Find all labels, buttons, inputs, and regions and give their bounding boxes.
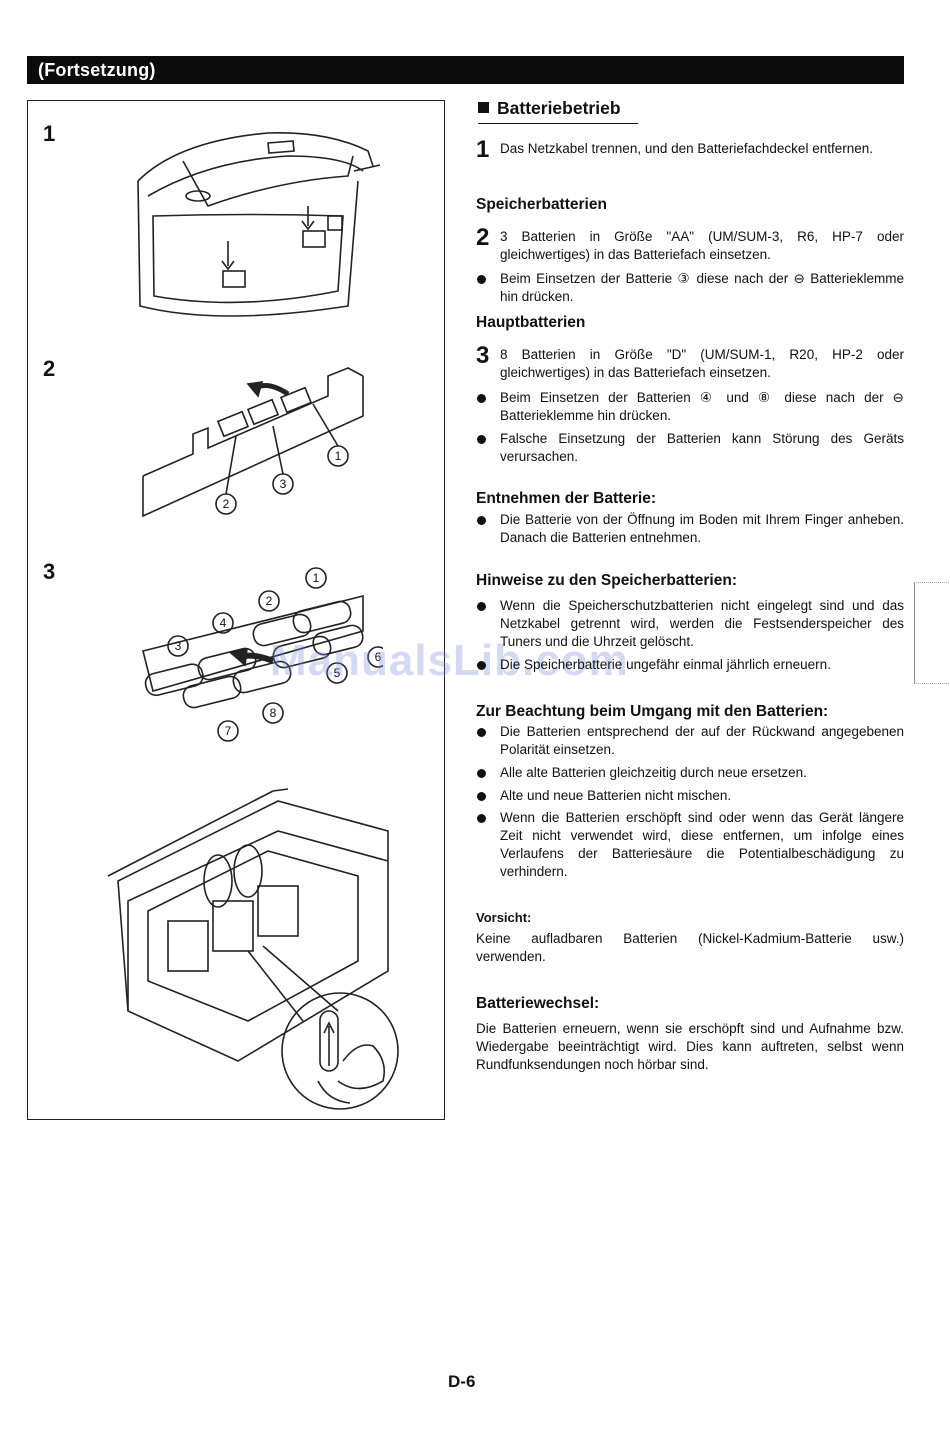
step-3-bullet-2: Falsche Einsetzung der Batterien kann St…	[476, 430, 904, 466]
figure-3-callout-3: 3	[175, 639, 182, 653]
figure-3-callout-8: 8	[270, 706, 277, 720]
section-header-title: (Fortsetzung)	[38, 60, 156, 80]
side-tab-marker	[914, 582, 950, 684]
hinweise-bullet-2-text: Die Speicherbatterie ungefähr einmal jäh…	[500, 657, 831, 672]
figure-2-callout-2: 2	[223, 497, 230, 511]
beachtung-bullet-3: Alte und neue Batterien nicht mischen.	[476, 787, 904, 805]
figure-4-illustration	[107, 788, 399, 1110]
watermark: ManualsLib.com	[270, 636, 629, 685]
figure-2-illustration: 1 2 3	[142, 367, 364, 518]
bullet-dot-icon	[477, 661, 486, 670]
beachtung-bullet-4-text: Wenn die Batterien erschöpft sind oder w…	[500, 810, 904, 879]
figure-3-callout-7: 7	[225, 724, 232, 738]
bullet-dot-icon	[477, 516, 486, 525]
step-3-bullet-1: Beim Einsetzen der Batterien ④ und ⑧ die…	[476, 389, 904, 425]
step-3-number: 3	[476, 342, 490, 369]
figure-3-illustration: 1 2 3 4 5 6 7 8	[142, 567, 383, 742]
step-1-number: 1	[476, 136, 490, 163]
section-header-bar: (Fortsetzung)	[27, 56, 904, 84]
bullet-dot-icon	[477, 728, 486, 737]
figure-2-callout-3: 3	[280, 477, 287, 491]
step-3-text: 8 Batterien in Größe "D" (UM/SUM-1, R20,…	[500, 347, 904, 380]
figure-3-callout-1: 1	[313, 571, 320, 585]
figure-1-label: 1	[43, 121, 56, 146]
figure-1-illustration	[137, 132, 381, 317]
figure-3-callout-2: 2	[266, 594, 273, 608]
wechsel-title: Batteriewechsel:	[476, 995, 600, 1012]
entnehmen-title: Entnehmen der Batterie:	[476, 490, 657, 507]
figure-3-label: 3	[43, 559, 56, 584]
beachtung-bullet-1: Die Batterien entsprechend der auf der R…	[476, 723, 904, 759]
vorsicht-text: Keine aufladbaren Batterien (Nickel-Kadm…	[476, 931, 904, 964]
step-2-text: 3 Batterien in Größe "AA" (UM/SUM-3, R6,…	[500, 229, 904, 262]
entnehmen-bullet-text: Die Batterie von der Öffnung im Boden mi…	[500, 512, 904, 545]
step-3-bullet-1-text: Beim Einsetzen der Batterien ④ und ⑧ die…	[500, 390, 904, 423]
hinweise-bullet-1-text: Wenn die Speicherschutzbatterien nicht e…	[500, 598, 904, 649]
main-title: Batteriebetrieb	[478, 98, 638, 124]
step-3: 3 8 Batterien in Größe "D" (UM/SUM-1, R2…	[476, 342, 904, 382]
bullet-dot-icon	[477, 394, 486, 403]
haupt-title: Hauptbatterien	[476, 314, 586, 331]
square-bullet-icon	[478, 102, 489, 113]
step-2: 2 3 Batterien in Größe "AA" (UM/SUM-3, R…	[476, 224, 904, 264]
bullet-dot-icon	[477, 435, 486, 444]
step-1: 1 Das Netzkabel trennen, und den Batteri…	[476, 136, 904, 163]
beachtung-bullet-4: Wenn die Batterien erschöpft sind oder w…	[476, 809, 904, 881]
figure-3-callout-4: 4	[220, 616, 227, 630]
bullet-dot-icon	[477, 602, 486, 611]
vorsicht-title: Vorsicht:	[476, 910, 532, 925]
beachtung-bullet-2-text: Alle alte Batterien gleichzeitig durch n…	[500, 765, 807, 780]
step-3-bullet-2-text: Falsche Einsetzung der Batterien kann St…	[500, 431, 904, 464]
step-2-number: 2	[476, 224, 490, 251]
step-1-text: Das Netzkabel trennen, und den Batterief…	[500, 141, 873, 156]
hinweise-bullet-2: Die Speicherbatterie ungefähr einmal jäh…	[476, 656, 904, 674]
beachtung-bullet-3-text: Alte und neue Batterien nicht mischen.	[500, 788, 732, 803]
speicher-title: Speicherbatterien	[476, 196, 607, 213]
main-title-text: Batteriebetrieb	[497, 98, 621, 118]
bullet-dot-icon	[477, 814, 486, 823]
hinweise-title: Hinweise zu den Speicherbatterien:	[476, 572, 737, 589]
step-2-bullet-text: Beim Einsetzen der Batterie ③ diese nach…	[500, 271, 904, 304]
bullet-dot-icon	[477, 275, 486, 284]
figure-3-callout-5: 5	[334, 666, 341, 680]
page-number: D-6	[448, 1372, 476, 1391]
figure-2-label: 2	[43, 356, 56, 381]
beachtung-title: Zur Beachtung beim Umgang mit den Batter…	[476, 703, 829, 720]
hinweise-bullet-1: Wenn die Speicherschutzbatterien nicht e…	[476, 597, 904, 651]
figure-2-callout-1: 1	[335, 449, 342, 463]
bullet-dot-icon	[477, 769, 486, 778]
beachtung-bullet-2: Alle alte Batterien gleichzeitig durch n…	[476, 764, 904, 782]
wechsel-text: Die Batterien erneuern, wenn sie erschöp…	[476, 1021, 904, 1072]
figure-panel: 1 2 3	[27, 100, 445, 1120]
step-2-bullet: Beim Einsetzen der Batterie ③ diese nach…	[476, 270, 904, 306]
beachtung-bullet-1-text: Die Batterien entsprechend der auf der R…	[500, 724, 904, 757]
figure-3-callout-6: 6	[375, 650, 382, 664]
entnehmen-bullet: Die Batterie von der Öffnung im Boden mi…	[476, 511, 904, 547]
bullet-dot-icon	[477, 792, 486, 801]
